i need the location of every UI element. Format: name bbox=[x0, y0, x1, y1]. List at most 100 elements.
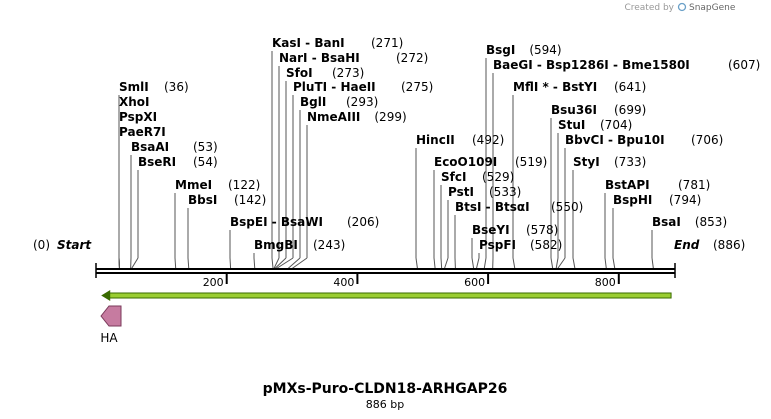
enzyme-position: (794) bbox=[669, 193, 701, 207]
enzyme-position: (273) bbox=[332, 66, 364, 80]
enzyme-site-tick bbox=[187, 257, 190, 270]
enzyme-site-tick bbox=[443, 257, 449, 270]
enzyme-name[interactable]: SfcI bbox=[441, 170, 466, 184]
enzyme-name[interactable]: BbsI bbox=[188, 193, 217, 207]
enzyme-name[interactable]: PspFI bbox=[479, 238, 516, 252]
enzyme-name[interactable]: StuI bbox=[558, 118, 585, 132]
enzyme-position: (781) bbox=[678, 178, 710, 192]
enzyme-site-tick bbox=[275, 257, 294, 270]
enzyme-site-tick bbox=[274, 257, 287, 270]
enzyme-site-tick bbox=[475, 257, 480, 270]
watermark: Created by SnapGene bbox=[624, 2, 736, 13]
enzyme-name[interactable]: BspHI bbox=[613, 193, 652, 207]
enzyme-position: (641) bbox=[614, 80, 646, 94]
enzyme-name[interactable]: HincII bbox=[416, 133, 455, 147]
enzyme-name[interactable]: BsaAI bbox=[131, 140, 169, 154]
enzyme-name[interactable]: BseRI bbox=[138, 155, 176, 169]
enzyme-position: (519) bbox=[515, 155, 547, 169]
enzyme-name[interactable]: MmeI bbox=[175, 178, 212, 192]
enzyme-site-tick bbox=[471, 257, 475, 270]
map-subtitle: 886 bp bbox=[366, 398, 404, 411]
enzyme-name[interactable]: MflI * - BstYI bbox=[513, 80, 597, 94]
enzyme-position: (578) bbox=[526, 223, 558, 237]
enzyme-site-tick bbox=[550, 257, 554, 270]
enzyme-name[interactable]: BbvCI - Bpu10I bbox=[565, 133, 665, 147]
enzyme-name[interactable]: PstI bbox=[448, 185, 474, 199]
ruler-tick-label: 800 bbox=[595, 276, 616, 289]
enzyme-name[interactable]: BseYI bbox=[472, 223, 510, 237]
enzyme-site-tick bbox=[253, 257, 256, 270]
feature-ha-arrow[interactable] bbox=[100, 305, 122, 327]
enzyme-position: (706) bbox=[691, 133, 723, 147]
enzyme-name[interactable]: XhoI bbox=[119, 95, 150, 109]
enzyme-position: (36) bbox=[164, 80, 189, 94]
enzyme-site-tick bbox=[651, 257, 654, 270]
enzyme-site-tick bbox=[483, 257, 487, 270]
orf-arrow-body[interactable] bbox=[106, 292, 672, 299]
enzyme-position: (243) bbox=[313, 238, 345, 252]
enzyme-position: (275) bbox=[401, 80, 433, 94]
enzyme-name[interactable]: BtsI - BtsαI bbox=[455, 200, 530, 214]
enzyme-name[interactable]: BmgBI bbox=[254, 238, 298, 252]
enzyme-name[interactable]: BaeGI - Bsp1286I - Bme1580I bbox=[493, 58, 690, 72]
ruler-tick-label: 600 bbox=[464, 276, 485, 289]
enzyme-position: (853) bbox=[695, 215, 727, 229]
enzyme-name[interactable]: StyI bbox=[573, 155, 600, 169]
enzyme-position: (704) bbox=[600, 118, 632, 132]
enzyme-position: (54) bbox=[193, 155, 218, 169]
ruler-tick-label: 200 bbox=[203, 276, 224, 289]
enzyme-name[interactable]: PspXI bbox=[119, 110, 157, 124]
enzyme-position: (53) bbox=[193, 140, 218, 154]
watermark-brand: SnapGene bbox=[689, 3, 736, 13]
enzyme-position: (271) bbox=[371, 36, 403, 50]
ruler-tick-label: 400 bbox=[333, 276, 354, 289]
enzyme-name[interactable]: BspEI - BsaWI bbox=[230, 215, 323, 229]
start-label: Start bbox=[57, 238, 92, 252]
enzyme-site-tick bbox=[555, 257, 559, 270]
enzyme-site-tick bbox=[291, 257, 308, 270]
enzyme-name[interactable]: NarI - BsaHI bbox=[279, 51, 360, 65]
enzyme-site-tick bbox=[415, 257, 419, 270]
enzyme-site-tick bbox=[512, 257, 516, 270]
enzyme-name[interactable]: BglI bbox=[300, 95, 326, 109]
enzyme-site-tick bbox=[130, 257, 139, 270]
enzyme-position: (206) bbox=[347, 215, 379, 229]
map-title: pMXs-Puro-CLDN18-ARHGAP26 bbox=[263, 381, 508, 397]
enzyme-name[interactable]: BsgI bbox=[486, 43, 515, 57]
enzyme-site-tick bbox=[273, 257, 280, 270]
enzyme-site-tick bbox=[556, 257, 566, 270]
enzyme-name[interactable]: PaeR7I bbox=[119, 125, 166, 139]
enzyme-name[interactable]: BsaI bbox=[652, 215, 681, 229]
enzyme-name[interactable]: PluTI - HaeII bbox=[293, 80, 376, 94]
enzyme-position: (272) bbox=[396, 51, 428, 65]
enzyme-name[interactable]: NmeAIII bbox=[307, 110, 360, 124]
enzyme-name[interactable]: EcoO109I bbox=[434, 155, 497, 169]
orf-arrow-head bbox=[101, 290, 111, 301]
enzyme-site-lines bbox=[118, 51, 654, 270]
enzyme-name[interactable]: SfoI bbox=[286, 66, 313, 80]
enzyme-position: (122) bbox=[228, 178, 260, 192]
enzyme-site-tick bbox=[271, 257, 274, 270]
enzyme-position: (529) bbox=[482, 170, 514, 184]
enzyme-position: (594) bbox=[529, 43, 561, 57]
enzyme-position: (582) bbox=[530, 238, 562, 252]
enzyme-site-tick bbox=[433, 257, 436, 270]
enzyme-name[interactable]: Bsu36I bbox=[551, 103, 597, 117]
enzyme-name[interactable]: SmlI bbox=[119, 80, 149, 94]
enzyme-name[interactable]: KasI - BanI bbox=[272, 36, 345, 50]
enzyme-site-tick bbox=[229, 257, 232, 270]
enzyme-name[interactable]: BstAPI bbox=[605, 178, 650, 192]
snapgene-logo-icon bbox=[677, 2, 687, 12]
enzyme-site-tick bbox=[440, 257, 443, 270]
start-position: (0) bbox=[33, 238, 50, 252]
end-label: End bbox=[674, 238, 700, 252]
end-position: (886) bbox=[713, 238, 745, 252]
watermark-prefix: Created by bbox=[624, 3, 674, 13]
enzyme-site-tick bbox=[118, 257, 121, 270]
orf-arrow bbox=[101, 290, 672, 301]
enzyme-position: (607) bbox=[728, 58, 760, 72]
enzyme-site-tick bbox=[572, 257, 576, 270]
enzyme-position: (293) bbox=[346, 95, 378, 109]
